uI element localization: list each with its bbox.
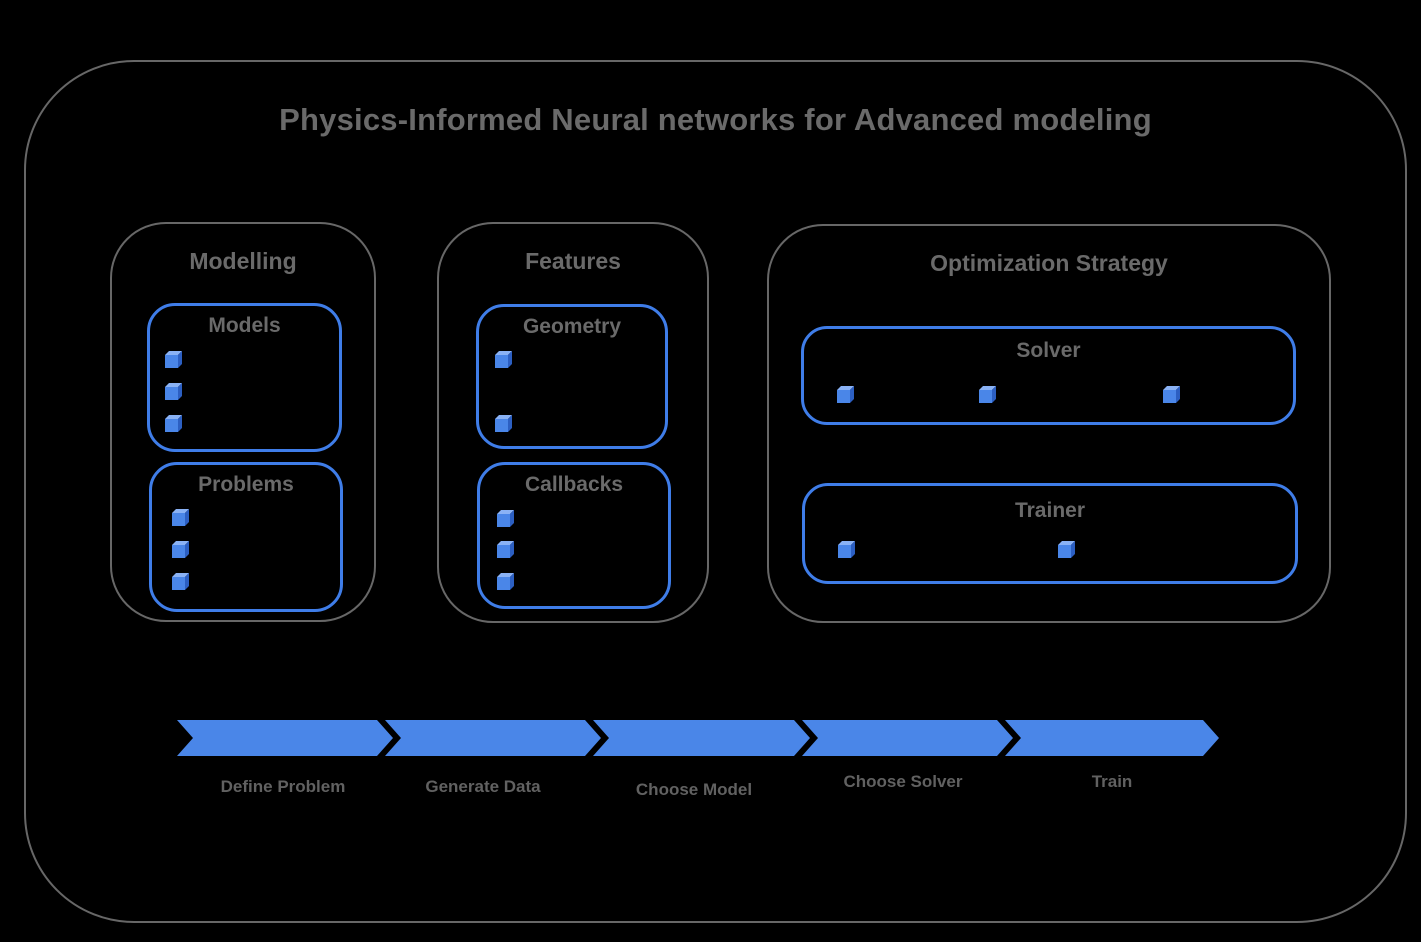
pipeline-step-label: Generate Data (425, 777, 541, 796)
pipeline-step-label: Train (1091, 772, 1133, 791)
section-modelling: Modelling Models Problems (110, 222, 376, 622)
box-callbacks: Callbacks (477, 462, 671, 609)
cube-icon (495, 355, 508, 368)
box-models-label: Models (208, 314, 281, 337)
section-optimization-strategy: Optimization Strategy Solver Trainer (767, 224, 1331, 623)
box-solver-label: Solver (1016, 339, 1081, 362)
box-solver: Solver (801, 326, 1296, 425)
box-geometry-label: Geometry (522, 315, 622, 338)
pipeline-step-label: Choose Model (635, 780, 753, 799)
box-geometry: Geometry (476, 304, 668, 449)
pipeline-step-label: Define Problem (220, 777, 346, 796)
cube-icon (497, 514, 510, 527)
box-trainer-label: Trainer (1014, 499, 1086, 522)
cube-icon (165, 355, 178, 368)
cube-icon (837, 390, 850, 403)
chevron-arrow-choose-solver (802, 720, 1013, 756)
outer-container: Physics-Informed Neural networks for Adv… (24, 60, 1407, 923)
cube-icon (838, 545, 851, 558)
box-models: Models (147, 303, 342, 452)
box-problems-label: Problems (198, 473, 294, 496)
cube-icon (497, 545, 510, 558)
chevron-arrow-choose-model (593, 720, 810, 756)
box-trainer: Trainer (802, 483, 1298, 584)
cube-icon (1163, 390, 1176, 403)
chevron-arrow-generate-data (385, 720, 601, 756)
cube-icon (495, 419, 508, 432)
cube-icon (497, 577, 510, 590)
box-callbacks-label: Callbacks (524, 473, 624, 496)
cube-icon (1058, 545, 1071, 558)
section-features-label: Features (525, 248, 621, 274)
cube-icon (172, 513, 185, 526)
cube-icon (172, 577, 185, 590)
cube-icon (165, 387, 178, 400)
diagram-title: Physics-Informed Neural networks for Adv… (279, 102, 1152, 137)
section-features: Features Geometry Callbacks (437, 222, 709, 623)
box-problems: Problems (149, 462, 343, 612)
cube-icon (979, 390, 992, 403)
cube-icon (172, 545, 185, 558)
chevron-arrow-train (1005, 720, 1219, 756)
pipeline-step-label: Choose Solver (843, 772, 963, 791)
section-optimization-strategy-label: Optimization Strategy (930, 250, 1168, 276)
section-modelling-label: Modelling (189, 248, 297, 274)
cube-icon (165, 419, 178, 432)
chevron-arrow-define-problem (177, 720, 393, 756)
